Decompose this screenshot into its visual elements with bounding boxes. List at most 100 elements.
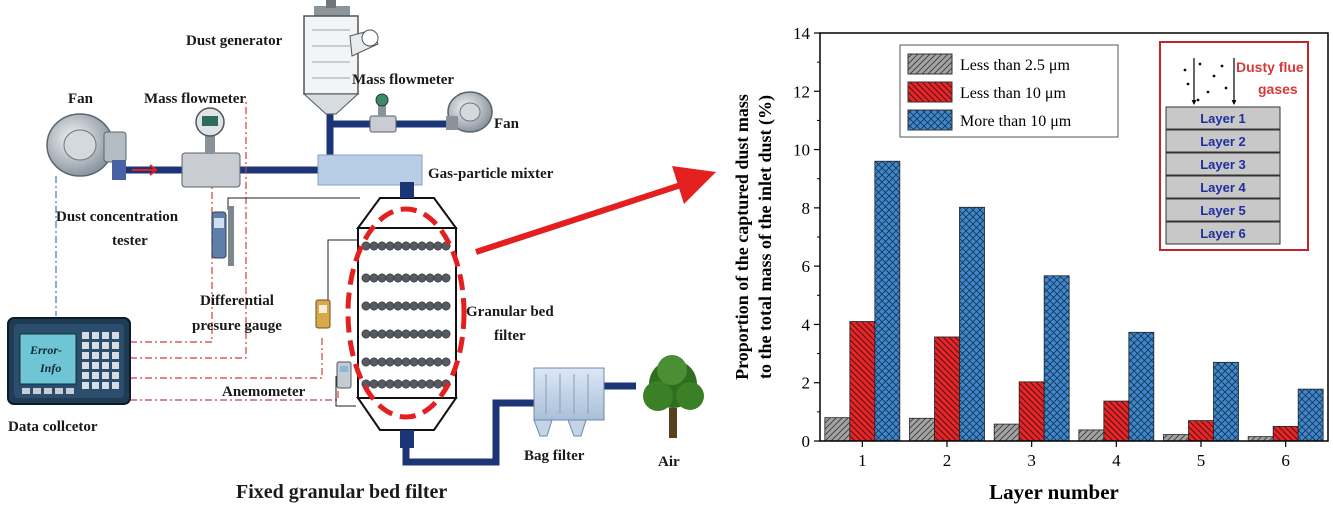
keypad-key [102, 332, 109, 339]
keypad-key [102, 352, 109, 359]
mass-flowmeter-top [369, 93, 397, 133]
flow-arrow [132, 164, 158, 176]
bead [401, 273, 411, 283]
bead [433, 329, 443, 339]
mass-flowmeter-left-label: Mass flowmeter [144, 91, 246, 107]
keypad-key [92, 382, 99, 389]
x-tick-label: 4 [1112, 451, 1121, 470]
legend-label-2: Less than 10 μm [960, 85, 1066, 102]
bead [377, 329, 387, 339]
bead [361, 241, 371, 251]
tree-icon [643, 355, 704, 438]
y-tick-label: 12 [793, 82, 810, 101]
keypad-key [92, 342, 99, 349]
bead [417, 329, 427, 339]
keypad-key [82, 332, 89, 339]
bar [1018, 381, 1045, 442]
keypad [22, 332, 119, 394]
bead [377, 273, 387, 283]
bead [425, 301, 435, 311]
keypad-key [102, 372, 109, 379]
bead [409, 273, 419, 283]
bead-row [361, 329, 451, 339]
data-collector-label: Data collcetor [8, 419, 98, 435]
bead [369, 329, 379, 339]
bead [425, 329, 435, 339]
inset-layer-box [1165, 129, 1281, 153]
signal-lines [130, 102, 339, 401]
bar [849, 321, 876, 442]
dust-tester-label-1: Dust concentration [56, 209, 179, 225]
bead [425, 357, 435, 367]
anemometer [336, 361, 352, 389]
inset-layer-label: Layer 6 [1200, 226, 1246, 241]
inset-layer-label: Layer 2 [1200, 134, 1246, 149]
dust-generator-label: Dust generator [186, 33, 283, 49]
bar [874, 160, 901, 442]
legend: Less than 2.5 μm Less than 10 μm More th… [899, 44, 1119, 138]
inset-layer-label: Layer 5 [1200, 203, 1246, 218]
mass-flowmeter-left [181, 107, 241, 188]
inset-layer-box [1165, 106, 1281, 130]
bead [377, 379, 387, 389]
bead [425, 273, 435, 283]
bead [441, 301, 451, 311]
keypad-key [112, 332, 119, 339]
y-tick-label: 4 [802, 315, 811, 334]
dust-concentration-tester [211, 206, 234, 266]
bead [409, 241, 419, 251]
bead [393, 273, 403, 283]
keypad-key [82, 342, 89, 349]
bead [377, 241, 387, 251]
x-tick-label: 5 [1197, 451, 1206, 470]
bead-row [361, 379, 451, 389]
diff-gauge-label-1: Differential [200, 293, 274, 309]
bead [425, 241, 435, 251]
bead-row [361, 273, 451, 283]
bar [1043, 275, 1070, 442]
granular-bed-filter-label-2: filter [494, 328, 526, 344]
bead [385, 357, 395, 367]
bead [401, 301, 411, 311]
bar [909, 417, 935, 442]
keypad-key [22, 388, 30, 394]
bead [441, 329, 451, 339]
bead [369, 379, 379, 389]
granular-bed-filter-label-1: Granular bed [466, 304, 554, 320]
bead [433, 357, 443, 367]
pointer-arrow [475, 166, 716, 255]
bead [441, 273, 451, 283]
bead [417, 379, 427, 389]
fan-left-label: Fan [68, 91, 94, 107]
dust-generator [302, 0, 379, 115]
bead [385, 329, 395, 339]
bead [409, 301, 419, 311]
y-tick-label: 6 [802, 257, 811, 276]
keypad-key [82, 372, 89, 379]
bar [959, 206, 985, 442]
dust-particles [1183, 62, 1228, 102]
bag-filter [533, 367, 605, 437]
y-tick-label: 10 [793, 141, 810, 160]
x-tick-label: 3 [1027, 451, 1036, 470]
bead [393, 301, 403, 311]
x-axis-title: Layer number [989, 480, 1119, 504]
inset-layer-box [1165, 175, 1281, 199]
inset-layer-label: Layer 3 [1200, 157, 1246, 172]
bead [385, 241, 395, 251]
experimental-diagram: Fan Mass flowmeter Dust generator [7, 0, 704, 503]
bead [401, 241, 411, 251]
filter-bead-rows [361, 241, 451, 389]
pipe-outlet [402, 399, 534, 466]
bead [393, 241, 403, 251]
keypad-key [102, 362, 109, 369]
fan-right [446, 91, 493, 133]
highlight-ellipse [345, 206, 467, 420]
bead [433, 241, 443, 251]
bead [433, 301, 443, 311]
bar [1272, 426, 1299, 442]
air-label: Air [658, 454, 680, 470]
x-tick-label: 6 [1281, 451, 1290, 470]
fan-right-label: Fan [494, 116, 520, 132]
